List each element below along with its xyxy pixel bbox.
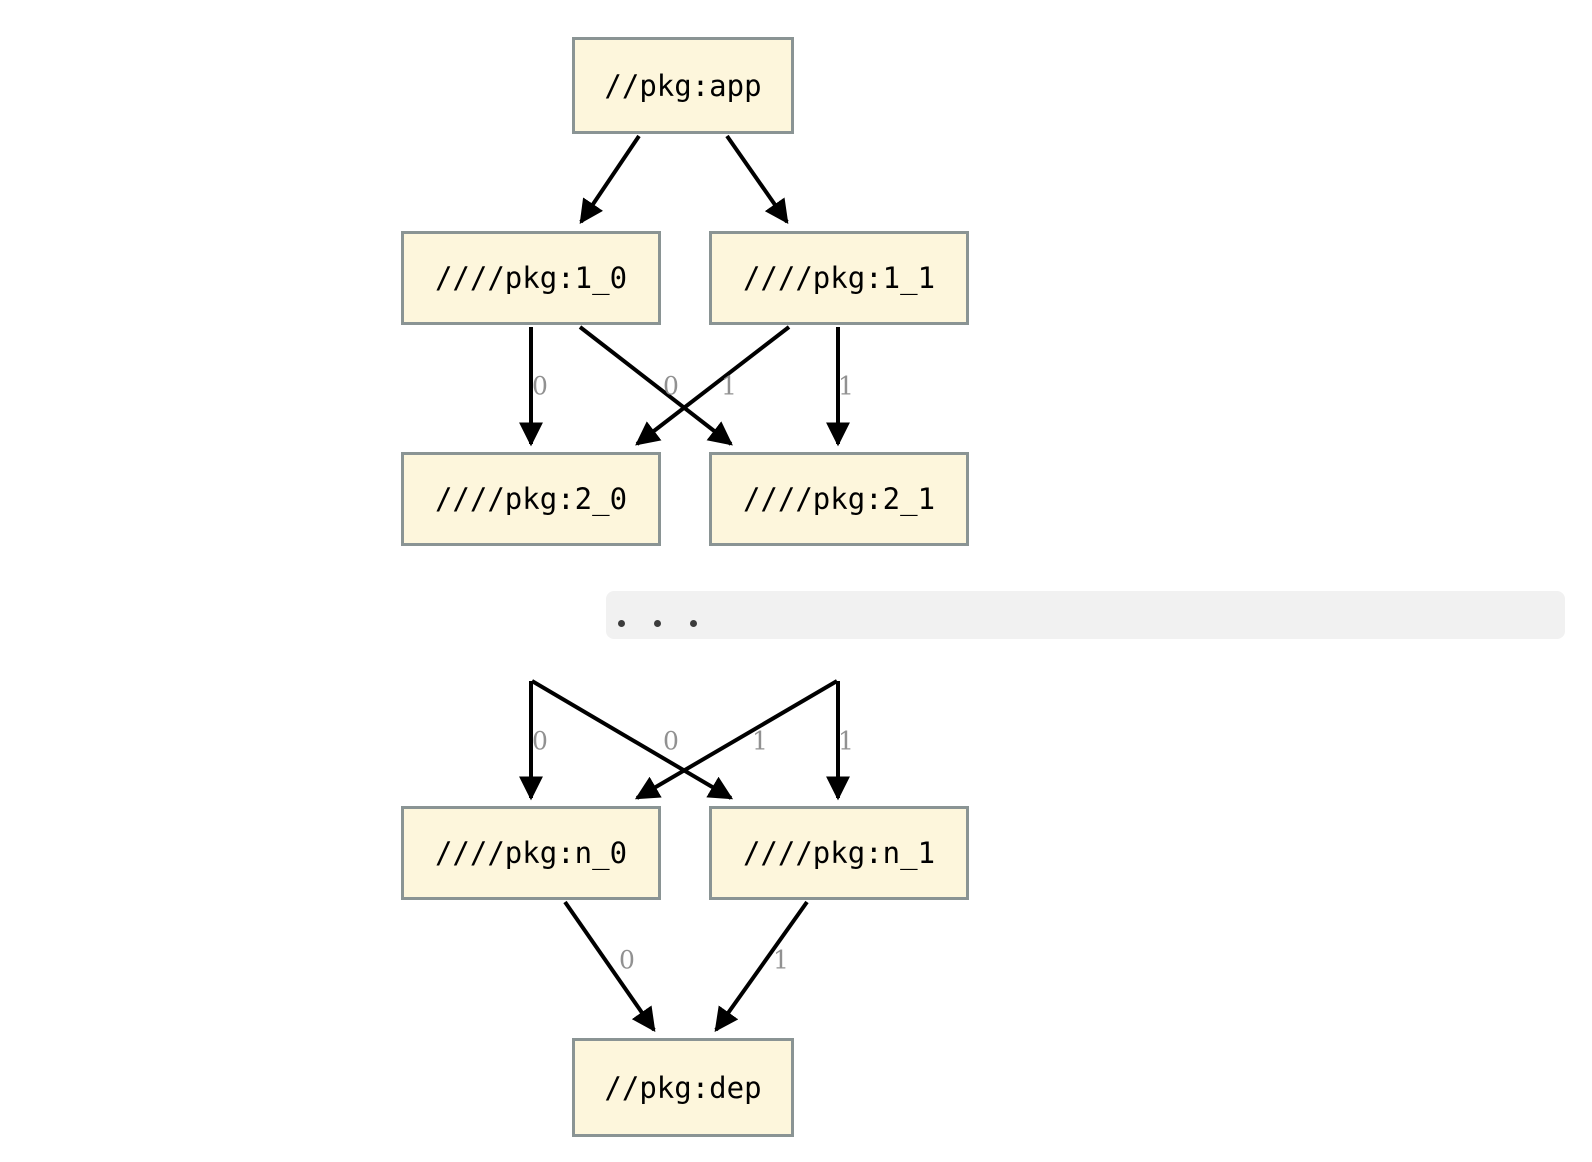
edge-label: 0	[663, 726, 679, 756]
edge-label: 1	[752, 726, 768, 756]
node-pkg-1-0[interactable]: ////pkg:1_0	[401, 231, 661, 325]
ellipsis-dot	[690, 620, 697, 627]
node-pkg-1-1[interactable]: ////pkg:1_1	[709, 231, 969, 325]
edge-label: 1	[838, 371, 854, 401]
edge-label: 0	[532, 371, 548, 401]
edge-above-to-n_0-cross	[634, 679, 839, 800]
node-app[interactable]: //pkg:app	[572, 37, 794, 134]
edge-label: 0	[663, 371, 679, 401]
node-label: ////pkg:2_1	[742, 482, 936, 516]
ellipsis-dot	[618, 620, 625, 627]
edge-above-to-n_1	[530, 679, 734, 800]
ellipsis-dot	[654, 620, 661, 627]
edge-1_0-to-2_1	[578, 325, 733, 446]
edge-label: 1	[773, 945, 789, 975]
node-label: ////pkg:1_0	[434, 261, 628, 295]
node-pkg-n-1[interactable]: ////pkg:n_1	[709, 806, 969, 900]
edge-label: 1	[721, 371, 737, 401]
edge-1_1-to-2_0	[635, 325, 791, 446]
edge-label: 0	[619, 945, 635, 975]
node-label: ////pkg:1_1	[742, 261, 936, 295]
node-label: //pkg:dep	[604, 1070, 762, 1105]
node-pkg-n-0[interactable]: ////pkg:n_0	[401, 806, 661, 900]
edge-app-to-1_1	[725, 134, 789, 224]
node-label: //pkg:app	[604, 68, 762, 103]
edge-label: 1	[838, 726, 854, 756]
node-dep[interactable]: //pkg:dep	[572, 1038, 794, 1137]
node-label: ////pkg:n_1	[742, 836, 936, 870]
edge-n_1-to-dep	[714, 900, 809, 1032]
node-label: ////pkg:n_0	[434, 836, 628, 870]
node-pkg-2-0[interactable]: ////pkg:2_0	[401, 452, 661, 546]
edge-app-to-1_0	[579, 134, 641, 224]
ellipsis-band[interactable]	[606, 591, 1565, 639]
node-label: ////pkg:2_0	[434, 482, 628, 516]
edge-n_0-to-dep	[563, 900, 656, 1032]
node-pkg-2-1[interactable]: ////pkg:2_1	[709, 452, 969, 546]
ellipsis-dots	[618, 620, 697, 627]
edge-label: 0	[532, 726, 548, 756]
